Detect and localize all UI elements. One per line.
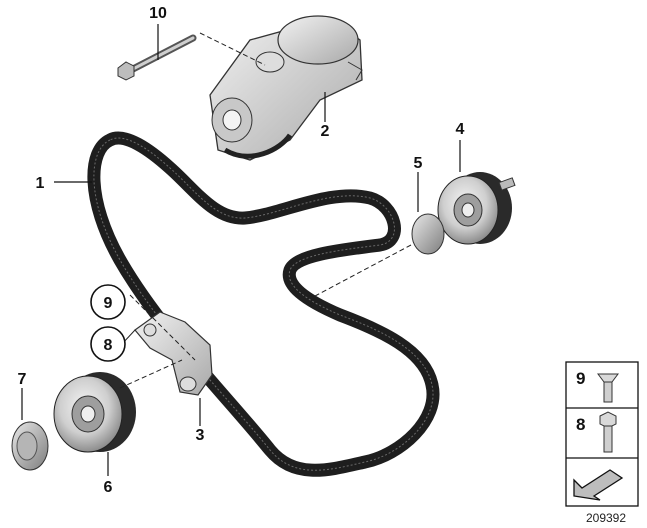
callout-4: 4 [456,121,465,138]
callout-3: 3 [196,427,205,444]
callout-9-circle [90,284,126,320]
callout-8-circle [90,326,126,362]
callout-2: 2 [321,123,330,140]
idler-pulley-6 [53,359,183,453]
callout-9: 9 [104,295,113,312]
hex-bolt-icon [599,411,617,453]
callout-1: 1 [36,175,45,192]
bolt-10 [117,32,266,81]
callout-labels: 1 2 3 4 5 6 7 10 9 8 [18,5,465,496]
idler-pulley-4 [437,172,516,245]
callout-8: 8 [104,337,113,354]
countersunk-screw-icon [597,373,619,403]
dust-cap-5 [314,213,445,297]
fastener-legend: 9 8 [565,361,639,507]
leader-lines [21,24,461,476]
belt-tensioner [209,15,363,161]
bracket-3 [121,294,213,396]
callout-6: 6 [104,479,113,496]
callout-5: 5 [414,155,423,172]
callout-7: 7 [18,371,27,388]
diagram-id: 209392 [586,511,626,525]
legend-label-9: 9 [576,369,585,388]
legend-label-8: 8 [576,415,585,434]
dust-cap-7 [11,421,49,471]
arrow-icon [573,469,624,501]
ribbed-belt [87,131,440,477]
callout-10: 10 [149,5,167,22]
